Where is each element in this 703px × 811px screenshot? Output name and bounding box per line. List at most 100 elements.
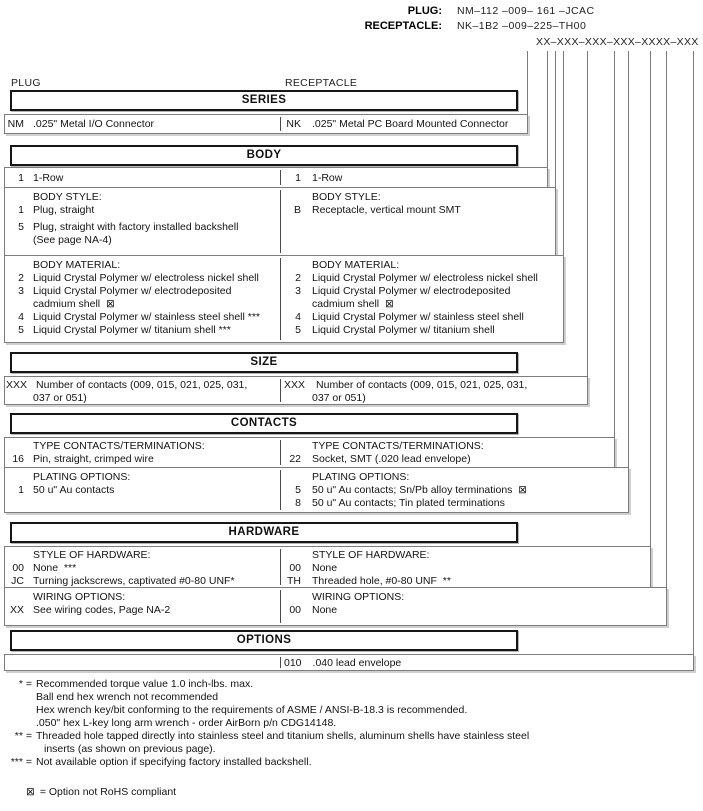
option-row: 1 1-Row bbox=[284, 172, 545, 185]
receptacle-part-number-label: RECEPTACLE: bbox=[364, 20, 442, 32]
series-plug-column: NM .025" Metal I/O Connector bbox=[6, 115, 278, 131]
option-desc: 1-Row bbox=[33, 172, 64, 184]
option-code: NM bbox=[7, 118, 24, 130]
option-desc-continued: 037 or 051) bbox=[33, 392, 87, 404]
option-row: 4 Liquid Crystal Polymer w/ stainless st… bbox=[6, 311, 278, 324]
option-code: 22 bbox=[289, 453, 301, 465]
option-desc: None bbox=[312, 604, 338, 616]
footnote-line: Ball end hex wrench not recommended bbox=[6, 691, 700, 704]
option-code: 2 bbox=[295, 272, 301, 284]
footnote-text: Hex wrench key/bit conforming to the req… bbox=[36, 704, 468, 716]
option-desc: .025" Metal PC Board Mounted Connector bbox=[312, 118, 509, 130]
option-code: 010 bbox=[284, 657, 302, 669]
wiring-plug-column: WIRING OPTIONS: XX See wiring codes, Pag… bbox=[6, 588, 278, 617]
footnote-text: Not available option if specifying facto… bbox=[36, 756, 312, 768]
option-desc: .040 lead envelope bbox=[312, 657, 402, 669]
option-code: 4 bbox=[295, 311, 301, 323]
option-row: 5 Liquid Crystal Polymer w/ titanium she… bbox=[284, 324, 561, 337]
column-divider bbox=[280, 170, 281, 185]
option-row: 4 Liquid Crystal Polymer w/ stainless st… bbox=[284, 311, 561, 324]
option-row: 2 Liquid Crystal Polymer w/ electroless … bbox=[6, 272, 278, 285]
option-code: B bbox=[293, 204, 301, 216]
option-desc: See wiring codes, Page NA-2 bbox=[33, 604, 171, 616]
footnote-marker bbox=[6, 743, 32, 756]
footnote-line: * = Recommended torque value 1.0 inch-lb… bbox=[6, 678, 700, 691]
column-divider bbox=[280, 549, 281, 585]
plug-part-number-label: PLUG: bbox=[407, 5, 442, 17]
column-divider bbox=[280, 440, 281, 465]
size-box: XXX Number of contacts (009, 015, 021, 0… bbox=[4, 376, 588, 405]
hardware-style-plug-column: STYLE OF HARDWARE: 00 None *** JC Turnin… bbox=[6, 547, 278, 588]
plating-receptacle-column: PLATING OPTIONS: 5 50 u" Au contacts; Sn… bbox=[284, 468, 626, 510]
plug-part-number-value: NM–112 –009– 161 –JCAC bbox=[457, 5, 595, 17]
option-desc: None bbox=[312, 562, 338, 574]
option-desc: Liquid Crystal Polymer w/ electroless ni… bbox=[33, 272, 259, 284]
option-code: XX bbox=[9, 604, 24, 616]
option-desc-continued: cadmium shell ⊠ bbox=[312, 298, 394, 310]
option-code: 00 bbox=[289, 604, 301, 616]
option-desc: Socket, SMT (.020 lead envelope) bbox=[312, 453, 471, 465]
option-code: 1 bbox=[18, 172, 24, 184]
body-material-box: BODY MATERIAL: 2 Liquid Crystal Polymer … bbox=[4, 255, 564, 343]
hardware-style-receptacle-column: STYLE OF HARDWARE: 00 None TH Threaded h… bbox=[284, 547, 648, 588]
option-code: 5 bbox=[18, 324, 24, 336]
option-row: XX See wiring codes, Page NA-2 bbox=[6, 604, 278, 617]
footnote-line: Hex wrench key/bit conforming to the req… bbox=[6, 704, 700, 717]
column-divider bbox=[280, 258, 281, 340]
group-label: WIRING OPTIONS: bbox=[33, 591, 126, 603]
size-receptacle-column: XXX Number of contacts (009, 015, 021, 0… bbox=[284, 377, 585, 405]
option-desc: Liquid Crystal Polymer w/ titanium shell bbox=[312, 324, 495, 336]
footnote-text: .050" hex L-key long arm wrench - order … bbox=[36, 717, 337, 729]
option-code: XXX bbox=[284, 379, 306, 391]
option-desc-continued: cadmium shell ⊠ bbox=[33, 298, 115, 310]
option-row: XXX Number of contacts (009, 015, 021, 0… bbox=[284, 379, 585, 392]
option-code: 5 bbox=[295, 484, 301, 496]
option-code: 8 bbox=[295, 497, 301, 509]
body-material-plug-column: BODY MATERIAL: 2 Liquid Crystal Polymer … bbox=[6, 256, 278, 337]
option-row: 3 Liquid Crystal Polymer w/ electrodepos… bbox=[284, 285, 561, 298]
option-desc: Plug, straight with factory installed ba… bbox=[33, 221, 239, 233]
column-divider bbox=[280, 190, 281, 253]
option-desc-continued: (See page NA-4) bbox=[33, 234, 112, 246]
receptacle-column-label: RECEPTACLE bbox=[285, 77, 358, 89]
option-desc: Liquid Crystal Polymer w/ electrodeposit… bbox=[312, 285, 511, 297]
option-code: 2 bbox=[18, 272, 24, 284]
connector-body-material bbox=[563, 51, 564, 343]
connector-body-style bbox=[555, 51, 556, 256]
footnote-text: Threaded hole tapped directly into stain… bbox=[36, 730, 530, 742]
footnote-text: Recommended torque value 1.0 inch-lbs. m… bbox=[36, 678, 254, 690]
part-number-mask: XX–XXX–XXX–XXX–XXXX–XXX bbox=[536, 36, 699, 48]
option-code: 3 bbox=[295, 285, 301, 297]
footnote-line: *** = Not available option if specifying… bbox=[6, 756, 700, 769]
body-style-receptacle-column: BODY STYLE: B Receptacle, vertical mount… bbox=[284, 188, 553, 217]
group-label: PLATING OPTIONS: bbox=[312, 471, 410, 483]
option-code: 1 bbox=[18, 484, 24, 496]
option-row: 1 Plug, straight bbox=[6, 204, 278, 217]
connector-plating bbox=[628, 51, 629, 513]
group-label: BODY STYLE: bbox=[312, 191, 381, 203]
footnotes: * = Recommended torque value 1.0 inch-lb… bbox=[6, 678, 700, 769]
contacts-header: CONTACTS bbox=[10, 413, 518, 434]
body-row-plug-column: 1 1-Row bbox=[6, 168, 278, 185]
option-desc: 1-Row bbox=[312, 172, 343, 184]
hardware-header: HARDWARE bbox=[10, 522, 518, 543]
group-label: STYLE OF HARDWARE: bbox=[33, 549, 151, 561]
option-desc: Number of contacts (009, 015, 021, 025, … bbox=[36, 379, 248, 391]
option-desc: Liquid Crystal Polymer w/ stainless stee… bbox=[33, 311, 261, 323]
option-row: JC Turning jackscrews, captivated #0-80 … bbox=[6, 575, 278, 588]
connector-hardware-style bbox=[650, 51, 651, 588]
receptacle-part-number-value: NK–1B2 –009–225–TH00 bbox=[457, 20, 587, 32]
group-label: TYPE CONTACTS/TERMINATIONS: bbox=[312, 440, 484, 452]
option-desc: 50 u" Au contacts; Sn/Pb alloy terminati… bbox=[312, 484, 528, 496]
option-row: 00 None bbox=[284, 562, 648, 575]
option-desc: .025" Metal I/O Connector bbox=[33, 118, 155, 130]
footnote-marker: * = bbox=[18, 678, 32, 690]
option-row: 00 None bbox=[284, 604, 664, 617]
column-divider bbox=[280, 470, 281, 510]
wiring-receptacle-column: WIRING OPTIONS: 00 None bbox=[284, 588, 664, 617]
contacts-type-plug-column: TYPE CONTACTS/TERMINATIONS: 16 Pin, stra… bbox=[6, 438, 278, 466]
connector-contacts-type bbox=[614, 51, 615, 468]
options-header: OPTIONS bbox=[10, 630, 518, 651]
option-row: 22 Socket, SMT (.020 lead envelope) bbox=[284, 453, 612, 466]
